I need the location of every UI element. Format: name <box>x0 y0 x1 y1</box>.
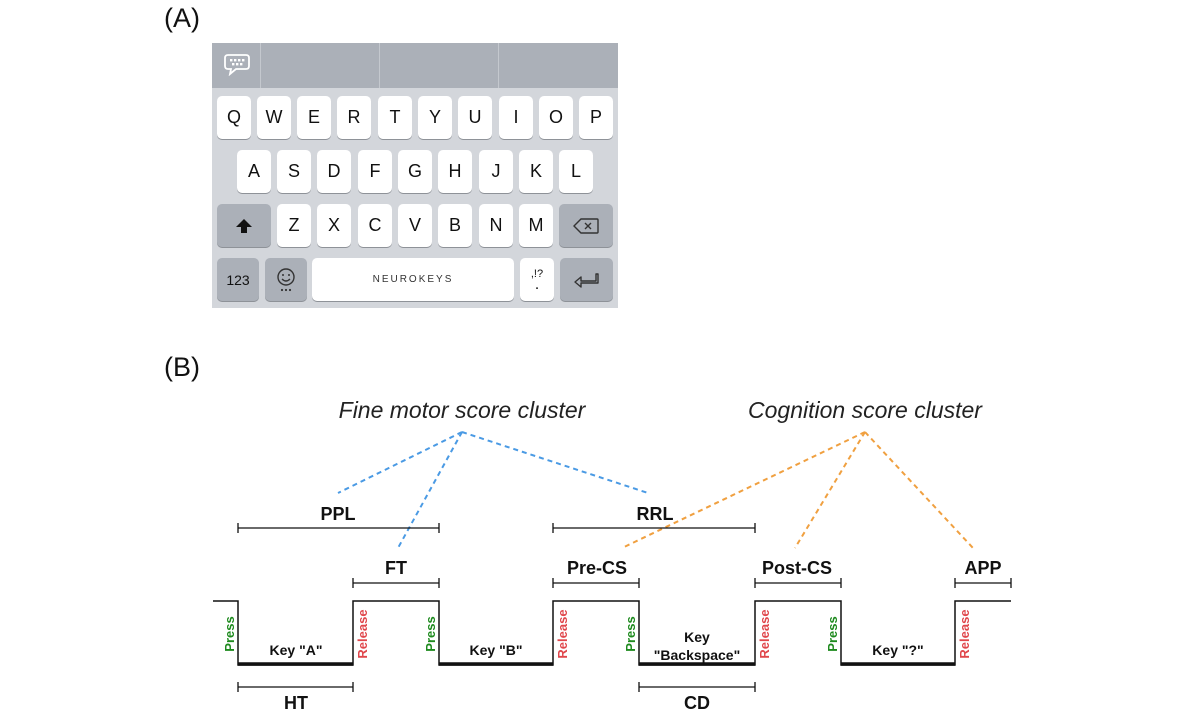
key-r[interactable]: R <box>337 96 371 139</box>
press-label-3: Press <box>623 616 638 651</box>
key-f[interactable]: F <box>358 150 392 193</box>
backspace-key[interactable] <box>559 204 613 247</box>
key-t[interactable]: T <box>378 96 412 139</box>
key-j[interactable]: J <box>479 150 513 193</box>
emoji-key[interactable] <box>265 258 307 301</box>
key-m[interactable]: M <box>519 204 553 247</box>
fine-motor-links <box>337 431 649 549</box>
key-p[interactable]: P <box>579 96 613 139</box>
panel-b-label: (B) <box>164 352 200 382</box>
shift-arrow-icon <box>236 218 252 233</box>
key-w[interactable]: W <box>257 96 291 139</box>
release-label-2: Release <box>555 609 570 658</box>
interval-brackets <box>237 523 1012 692</box>
key-i[interactable]: I <box>499 96 533 139</box>
key-x[interactable]: X <box>317 204 351 247</box>
speech-bubble-keyboard-icon[interactable] <box>224 52 250 76</box>
key-u[interactable]: U <box>458 96 492 139</box>
punctuation-key-top: ,!? <box>530 267 544 280</box>
key-a-label: Key "A" <box>270 642 323 658</box>
release-label-4: Release <box>957 609 972 658</box>
press-label-1: Press <box>222 616 237 651</box>
numbers-key[interactable]: 123 <box>217 258 259 301</box>
release-label-3: Release <box>757 609 772 658</box>
punctuation-key[interactable]: ,!? . <box>520 258 554 301</box>
ht-label: HT <box>284 693 308 713</box>
key-k[interactable]: K <box>519 150 553 193</box>
panel-a-label: (A) <box>164 3 200 33</box>
key-y[interactable]: Y <box>418 96 452 139</box>
fine-motor-cluster-title: Fine motor score cluster <box>339 397 587 423</box>
key-s[interactable]: S <box>277 150 311 193</box>
key-b[interactable]: B <box>438 204 472 247</box>
key-n[interactable]: N <box>479 204 513 247</box>
key-z[interactable]: Z <box>277 204 311 247</box>
key-h[interactable]: H <box>438 150 472 193</box>
key-l[interactable]: L <box>559 150 593 193</box>
press-label-4: Press <box>825 616 840 651</box>
release-label-1: Release <box>355 609 370 658</box>
backspace-icon <box>573 217 599 234</box>
return-key[interactable] <box>560 258 613 301</box>
key-g[interactable]: G <box>398 150 432 193</box>
suggestion-bar <box>212 43 618 88</box>
key-v[interactable]: V <box>398 204 432 247</box>
ft-label: FT <box>385 558 407 578</box>
cd-label: CD <box>684 693 710 713</box>
key-c[interactable]: C <box>358 204 392 247</box>
key-b-label: Key "B" <box>470 642 523 658</box>
key-d[interactable]: D <box>317 150 351 193</box>
keyboard: Q W E R T Y U I O P A S D F G H J K L Z … <box>212 43 618 308</box>
cognition-cluster-title: Cognition score cluster <box>748 397 983 423</box>
punctuation-key-bottom: . <box>535 279 539 292</box>
key-q[interactable]: Q <box>217 96 251 139</box>
key-backspace-label-2: "Backspace" <box>654 647 740 663</box>
emoji-icon <box>277 267 295 291</box>
app-label: APP <box>964 558 1001 578</box>
rrl-label: RRL <box>637 504 674 524</box>
post-cs-label: Post-CS <box>762 558 832 578</box>
key-o[interactable]: O <box>539 96 573 139</box>
pre-cs-label: Pre-CS <box>567 558 627 578</box>
key-a[interactable]: A <box>237 150 271 193</box>
cognition-links <box>621 431 974 549</box>
ppl-label: PPL <box>320 504 355 524</box>
key-e[interactable]: E <box>297 96 331 139</box>
press-label-2: Press <box>423 616 438 651</box>
return-icon <box>573 272 599 288</box>
key-question-label: Key "?" <box>872 642 923 658</box>
space-bar[interactable]: NEUROKEYS <box>312 258 514 301</box>
key-backspace-label-1: Key <box>684 629 710 645</box>
shift-key[interactable] <box>217 204 271 247</box>
